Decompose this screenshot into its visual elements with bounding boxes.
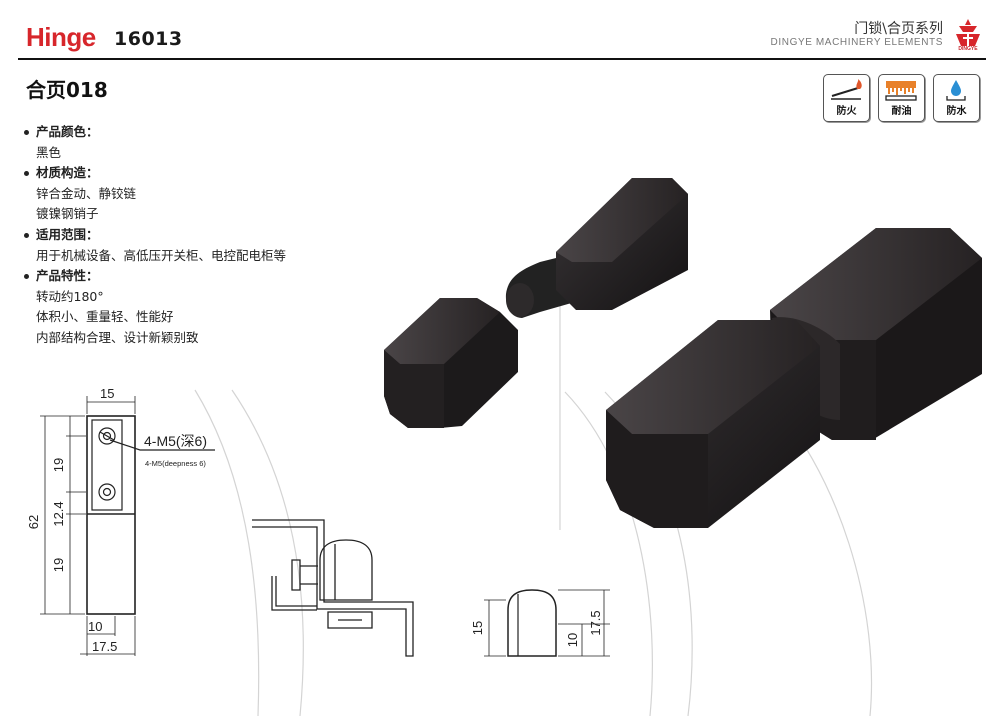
spec-value: 用于机械设备、高低压开关柜、电控配电柜等: [36, 247, 287, 263]
side-dim-height: 15: [470, 621, 485, 635]
spec-value: 转动约180°: [36, 288, 104, 304]
dim-height-total: 62: [26, 515, 41, 529]
logo-text: DINGYE: [958, 46, 978, 52]
badge-oil-resistant: 耐油: [878, 74, 925, 122]
dim-upper: 19: [51, 458, 66, 472]
company-name: DINGYE MACHINERY ELEMENTS: [770, 37, 943, 48]
model-number: 16013: [114, 28, 183, 50]
series-title: 门锁\合页系列: [854, 21, 943, 37]
spec-heading-color: 产品颜色：: [22, 122, 286, 143]
header-divider: [18, 58, 986, 60]
badge-label: 耐油: [891, 106, 912, 117]
watermark-arcs: [194, 300, 873, 716]
hinge-small-render: [384, 178, 688, 428]
dim-width-top: 15: [100, 386, 114, 401]
spec-value: 内部结构合理、设计新颖别致: [36, 329, 199, 345]
badge-label: 防水: [946, 106, 967, 117]
badge-label: 防火: [836, 106, 857, 117]
side-dim-inner: 10: [565, 633, 580, 647]
spec-value: 镀镍钢销子: [36, 206, 99, 222]
water-drop-icon: [946, 80, 966, 101]
spec-value: 体积小、重量轻、性能好: [36, 309, 174, 325]
front-view-drawing: [40, 396, 215, 656]
dim-lower: 19: [51, 558, 66, 572]
badge-fireproof: 防火: [823, 74, 870, 122]
product-title: 合页018: [26, 78, 108, 102]
badge-waterproof: 防水: [933, 74, 980, 122]
spec-heading-application: 适用范围：: [22, 225, 286, 246]
company-logo-icon: [956, 19, 980, 46]
dim-bottom-inner: 10: [88, 619, 102, 634]
spec-value: 黑色: [36, 144, 62, 160]
mounting-section-drawing: [252, 519, 414, 657]
dim-middle: 12.4: [51, 501, 66, 526]
hinge-large-render: [606, 228, 982, 528]
side-dim-outer: 17.5: [588, 610, 603, 635]
spec-heading-features: 产品特性：: [22, 266, 286, 287]
dim-bottom-outer: 17.5: [92, 639, 117, 654]
thread-note: 4-M5(深6): [144, 433, 207, 449]
brand-name: Hinge: [26, 22, 96, 52]
fire-icon: [831, 79, 862, 100]
spec-value: 锌合金动、静铰链: [36, 185, 137, 201]
thread-note-en: 4-M5(deepness 6): [145, 459, 206, 468]
spec-heading-material: 材质构造：: [22, 163, 286, 184]
oil-icon: [885, 81, 917, 101]
side-view-drawing: [484, 589, 610, 657]
spec-list: 产品颜色： 黑色 材质构造： 锌合金动、静铰链 镀镍钢销子 适用范围： 用于机械…: [22, 122, 286, 349]
